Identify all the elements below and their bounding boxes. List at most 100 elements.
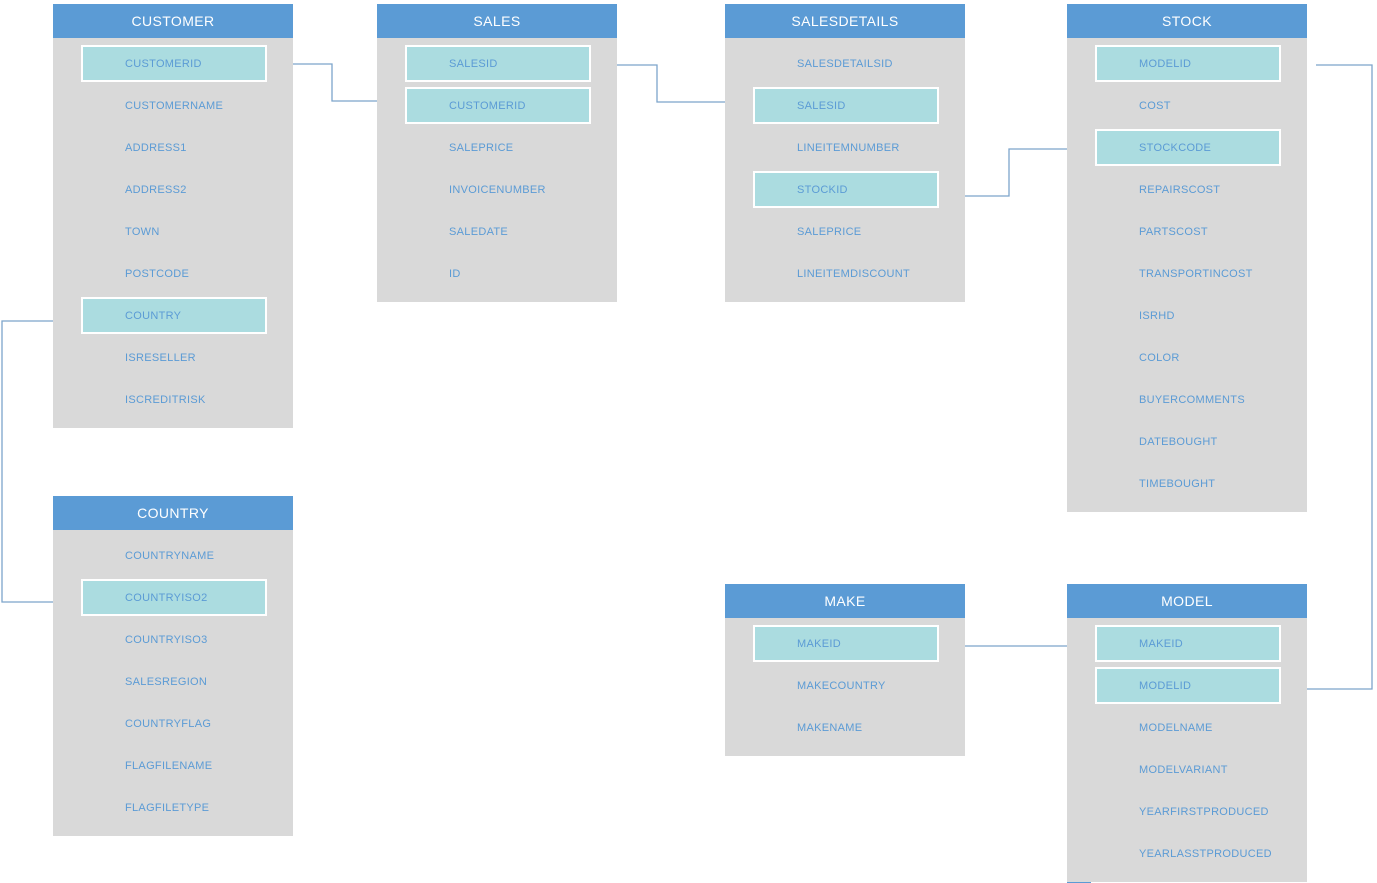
field-salesdetails-lineitemdiscount[interactable]: LINEITEMDISCOUNT	[753, 255, 939, 292]
field-label: MAKEID	[1139, 637, 1183, 650]
field-label: ADDRESS2	[125, 183, 187, 196]
relationship-line-customer-country-to-country-countryiso2[interactable]	[1, 320, 77, 603]
field-stock-buyercomments[interactable]: BUYERCOMMENTS	[1095, 381, 1281, 418]
table-title: STOCK	[1162, 13, 1212, 29]
field-customer-address1[interactable]: ADDRESS1	[81, 129, 267, 166]
field-sales-saledate[interactable]: SALEDATE	[405, 213, 591, 250]
field-label: STOCKCODE	[1139, 141, 1212, 154]
field-label: MODELID	[1139, 679, 1192, 692]
field-label: CUSTOMERID	[449, 99, 526, 112]
field-model-modelvariant[interactable]: MODELVARIANT	[1095, 751, 1281, 788]
field-label: COST	[1139, 99, 1171, 112]
key-field-sales-customerid[interactable]: CUSTOMERID	[405, 87, 591, 124]
table-stock[interactable]: STOCK MODELID COST STOCKCODE REPAIRSCOST PART…	[1067, 4, 1307, 512]
table-title: MODEL	[1161, 593, 1213, 609]
table-sales[interactable]: SALES SALESID CUSTOMERID SALEPRICE INVOICENU…	[377, 4, 617, 302]
field-stock-isrhd[interactable]: ISRHD	[1095, 297, 1281, 334]
field-label: TRANSPORTINCOST	[1139, 267, 1253, 280]
key-field-salesdetails-salesid[interactable]: SALESID	[753, 87, 939, 124]
key-field-customer-country[interactable]: COUNTRY	[81, 297, 267, 334]
field-stock-timebought[interactable]: TIMEBOUGHT	[1095, 465, 1281, 502]
field-label: FLAGFILENAME	[125, 759, 213, 772]
field-stock-repairscost[interactable]: REPAIRSCOST	[1095, 171, 1281, 208]
field-label: COUNTRYISO2	[125, 591, 208, 604]
field-label: YEARLASSTPRODUCED	[1139, 847, 1272, 860]
field-label: CUSTOMERNAME	[125, 99, 224, 112]
field-sales-saleprice[interactable]: SALEPRICE	[405, 129, 591, 166]
table-header-make[interactable]: MAKE	[725, 584, 965, 618]
field-customer-postcode[interactable]: POSTCODE	[81, 255, 267, 292]
field-make-makename[interactable]: MAKENAME	[753, 709, 939, 746]
field-customer-customername[interactable]: CUSTOMERNAME	[81, 87, 267, 124]
table-header-country[interactable]: COUNTRY	[53, 496, 293, 530]
field-model-yearlasstproduced[interactable]: YEARLASSTPRODUCED	[1095, 835, 1281, 872]
table-body-stock: MODELID COST STOCKCODE REPAIRSCOST PARTSCOST…	[1067, 38, 1307, 512]
field-stock-transportincost[interactable]: TRANSPORTINCOST	[1095, 255, 1281, 292]
field-sales-invoicenumber[interactable]: INVOICENUMBER	[405, 171, 591, 208]
key-field-stock-stockcode[interactable]: STOCKCODE	[1095, 129, 1281, 166]
field-customer-town[interactable]: TOWN	[81, 213, 267, 250]
field-make-makecountry[interactable]: MAKECOUNTRY	[753, 667, 939, 704]
field-label: YEARFIRSTPRODUCED	[1139, 805, 1269, 818]
table-make[interactable]: MAKE MAKEID MAKECOUNTRY MAKENAME	[725, 584, 965, 756]
key-field-make-makeid[interactable]: MAKEID	[753, 625, 939, 662]
key-field-model-modelid[interactable]: MODELID	[1095, 667, 1281, 704]
key-field-model-makeid[interactable]: MAKEID	[1095, 625, 1281, 662]
field-label: MAKEID	[797, 637, 841, 650]
field-country-salesregion[interactable]: SALESREGION	[81, 663, 267, 700]
field-stock-partscost[interactable]: PARTSCOST	[1095, 213, 1281, 250]
table-title: MAKE	[824, 593, 866, 609]
relationship-line-customer-customerid-to-sales-customerid[interactable]	[269, 63, 404, 102]
key-field-salesdetails-stockid[interactable]: STOCKID	[753, 171, 939, 208]
key-field-sales-salesid[interactable]: SALESID	[405, 45, 591, 82]
field-salesdetails-saleprice[interactable]: SALEPRICE	[753, 213, 939, 250]
field-model-modelname[interactable]: MODELNAME	[1095, 709, 1281, 746]
relationship-line-salesdetails-stockid-to-stock-stockcode[interactable]	[937, 148, 1100, 197]
table-salesdetails[interactable]: SALESDETAILS SALESDETAILSID SALESID LINEITE…	[725, 4, 965, 302]
table-title: COUNTRY	[137, 505, 209, 521]
field-model-yearfirstproduced[interactable]: YEARFIRSTPRODUCED	[1095, 793, 1281, 830]
field-salesdetails-salesdetailsid[interactable]: SALESDETAILSID	[753, 45, 939, 82]
field-label: COUNTRYISO3	[125, 633, 208, 646]
field-sales-id[interactable]: ID	[405, 255, 591, 292]
field-stock-datebought[interactable]: DATEBOUGHT	[1095, 423, 1281, 460]
field-salesdetails-lineitemnumber[interactable]: LINEITEMNUMBER	[753, 129, 939, 166]
field-stock-cost[interactable]: COST	[1095, 87, 1281, 124]
field-country-flagfilename[interactable]: FLAGFILENAME	[81, 747, 267, 784]
field-label: INVOICENUMBER	[449, 183, 546, 196]
field-customer-address2[interactable]: ADDRESS2	[81, 171, 267, 208]
table-body-sales: SALESID CUSTOMERID SALEPRICE INVOICENUMBER S…	[377, 38, 617, 302]
key-field-stock-modelid[interactable]: MODELID	[1095, 45, 1281, 82]
field-label: SALESID	[797, 99, 846, 112]
field-customer-isreseller[interactable]: ISRESELLER	[81, 339, 267, 376]
field-label: TIMEBOUGHT	[1139, 477, 1216, 490]
field-label: SALEPRICE	[797, 225, 862, 238]
table-header-stock[interactable]: STOCK	[1067, 4, 1307, 38]
relationship-line-model-modelid-to-stock-modelid[interactable]	[1282, 64, 1373, 690]
key-field-country-countryiso2[interactable]: COUNTRYISO2	[81, 579, 267, 616]
field-label: MODELVARIANT	[1139, 763, 1228, 776]
table-header-customer[interactable]: CUSTOMER	[53, 4, 293, 38]
field-label: COUNTRY	[125, 309, 182, 322]
table-header-salesdetails[interactable]: SALESDETAILS	[725, 4, 965, 38]
key-field-customer-customerid[interactable]: CUSTOMERID	[81, 45, 267, 82]
table-body-make: MAKEID MAKECOUNTRY MAKENAME	[725, 618, 965, 756]
field-country-countryiso3[interactable]: COUNTRYISO3	[81, 621, 267, 658]
table-model[interactable]: MODEL MAKEID MODELID MODELNAME MODELVARIANT Y…	[1067, 584, 1307, 882]
field-country-countryname[interactable]: COUNTRYNAME	[81, 537, 267, 574]
field-stock-color[interactable]: COLOR	[1095, 339, 1281, 376]
relationship-line-sales-salesid-to-salesdetails-salesid[interactable]	[593, 64, 731, 103]
field-country-countryflag[interactable]: COUNTRYFLAG	[81, 705, 267, 742]
field-customer-iscreditrisk[interactable]: ISCREDITRISK	[81, 381, 267, 418]
field-label: ID	[449, 267, 461, 280]
field-label: LINEITEMDISCOUNT	[797, 267, 910, 280]
table-header-model[interactable]: MODEL	[1067, 584, 1307, 618]
field-country-flagfiletype[interactable]: FLAGFILETYPE	[81, 789, 267, 826]
field-label: SALESID	[449, 57, 498, 70]
table-header-sales[interactable]: SALES	[377, 4, 617, 38]
field-label: BUYERCOMMENTS	[1139, 393, 1245, 406]
